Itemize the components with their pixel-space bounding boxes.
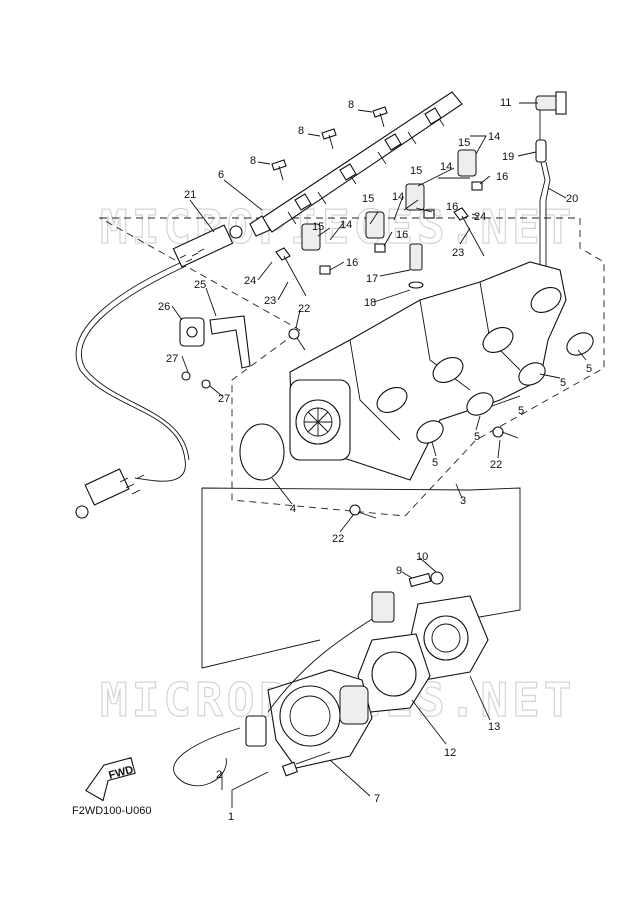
fuel-hose-inner xyxy=(81,265,190,461)
callout-19: 19 xyxy=(502,151,514,163)
callout-24a: 24 xyxy=(474,211,486,223)
hose-19-20 xyxy=(535,139,551,270)
callout-15c: 15 xyxy=(362,193,374,205)
gasket-12 xyxy=(357,633,431,713)
callout-23b: 23 xyxy=(264,295,276,307)
callout-27b: 27 xyxy=(218,393,230,405)
callout-23a: 23 xyxy=(452,247,464,259)
manifold-group-boundary xyxy=(98,217,605,517)
studs-and-sensor xyxy=(275,207,485,297)
callout-16d: 16 xyxy=(346,257,358,269)
wire-harness-2 xyxy=(173,591,395,787)
bolt-8-group xyxy=(271,106,388,181)
callout-18: 18 xyxy=(364,297,376,309)
callout-20: 20 xyxy=(566,193,578,205)
callout-14b: 14 xyxy=(440,161,452,173)
callout-1: 1 xyxy=(228,811,234,823)
callout-25: 25 xyxy=(194,279,206,291)
bolt-9-washer-10 xyxy=(408,571,444,588)
callout-24b: 24 xyxy=(244,275,256,287)
throttle-group-boundary xyxy=(201,487,521,669)
callout-9: 9 xyxy=(396,565,402,577)
screw-7 xyxy=(281,751,331,777)
callout-2: 2 xyxy=(216,769,222,781)
callout-5c: 5 xyxy=(518,405,524,417)
o-rings-5 xyxy=(416,332,594,444)
intake-manifold xyxy=(289,261,567,481)
callout-16b: 16 xyxy=(446,201,458,213)
callouts: 1 2 3 4 5 5 5 5 5 6 7 8 8 8 9 10 11 12 1… xyxy=(158,97,592,823)
callout-5d: 5 xyxy=(560,377,566,389)
callout-22b: 22 xyxy=(490,459,502,471)
callout-14a: 14 xyxy=(488,131,500,143)
callout-15a: 15 xyxy=(458,137,470,149)
throttle-body xyxy=(267,669,373,769)
bracket-25-26-27 xyxy=(179,315,251,389)
callout-5b: 5 xyxy=(474,431,480,443)
throttle-plate-13 xyxy=(409,595,489,681)
bolt-22-group xyxy=(288,328,519,519)
fuel-rail xyxy=(249,91,463,237)
callout-22c: 22 xyxy=(332,533,344,545)
callout-6: 6 xyxy=(218,169,224,181)
callout-16c: 16 xyxy=(396,229,408,241)
fuel-hose xyxy=(75,261,186,482)
callout-14d: 14 xyxy=(340,219,352,231)
hose-connector-lower xyxy=(75,468,145,519)
callout-15d: 15 xyxy=(312,221,324,233)
callout-5e: 5 xyxy=(586,363,592,375)
callout-26: 26 xyxy=(158,301,170,313)
callout-16a: 16 xyxy=(496,171,508,183)
callout-15b: 15 xyxy=(410,165,422,177)
callout-13: 13 xyxy=(488,721,500,733)
watermark-top: MICROPIECES.NET xyxy=(100,200,575,254)
leader-lines xyxy=(171,102,587,808)
callout-21: 21 xyxy=(184,189,196,201)
hose-connector-upper xyxy=(172,224,243,268)
fuel-injectors xyxy=(301,149,483,275)
o-ring-4 xyxy=(239,423,285,481)
callout-5a: 5 xyxy=(432,457,438,469)
fwd-arrow: FWD xyxy=(85,757,136,802)
callout-8c: 8 xyxy=(250,155,256,167)
callout-14c: 14 xyxy=(392,191,404,203)
callout-3: 3 xyxy=(460,495,466,507)
callout-4: 4 xyxy=(290,503,296,515)
callout-10: 10 xyxy=(416,551,428,563)
callout-7: 7 xyxy=(374,793,380,805)
callout-8b: 8 xyxy=(298,125,304,137)
callout-17: 17 xyxy=(366,273,378,285)
callout-27a: 27 xyxy=(166,353,178,365)
callout-12: 12 xyxy=(444,747,456,759)
callout-8a: 8 xyxy=(348,99,354,111)
callout-11: 11 xyxy=(500,97,511,109)
callout-22a: 22 xyxy=(298,303,310,315)
diagram-code: F2WD100-U060 xyxy=(72,805,151,817)
